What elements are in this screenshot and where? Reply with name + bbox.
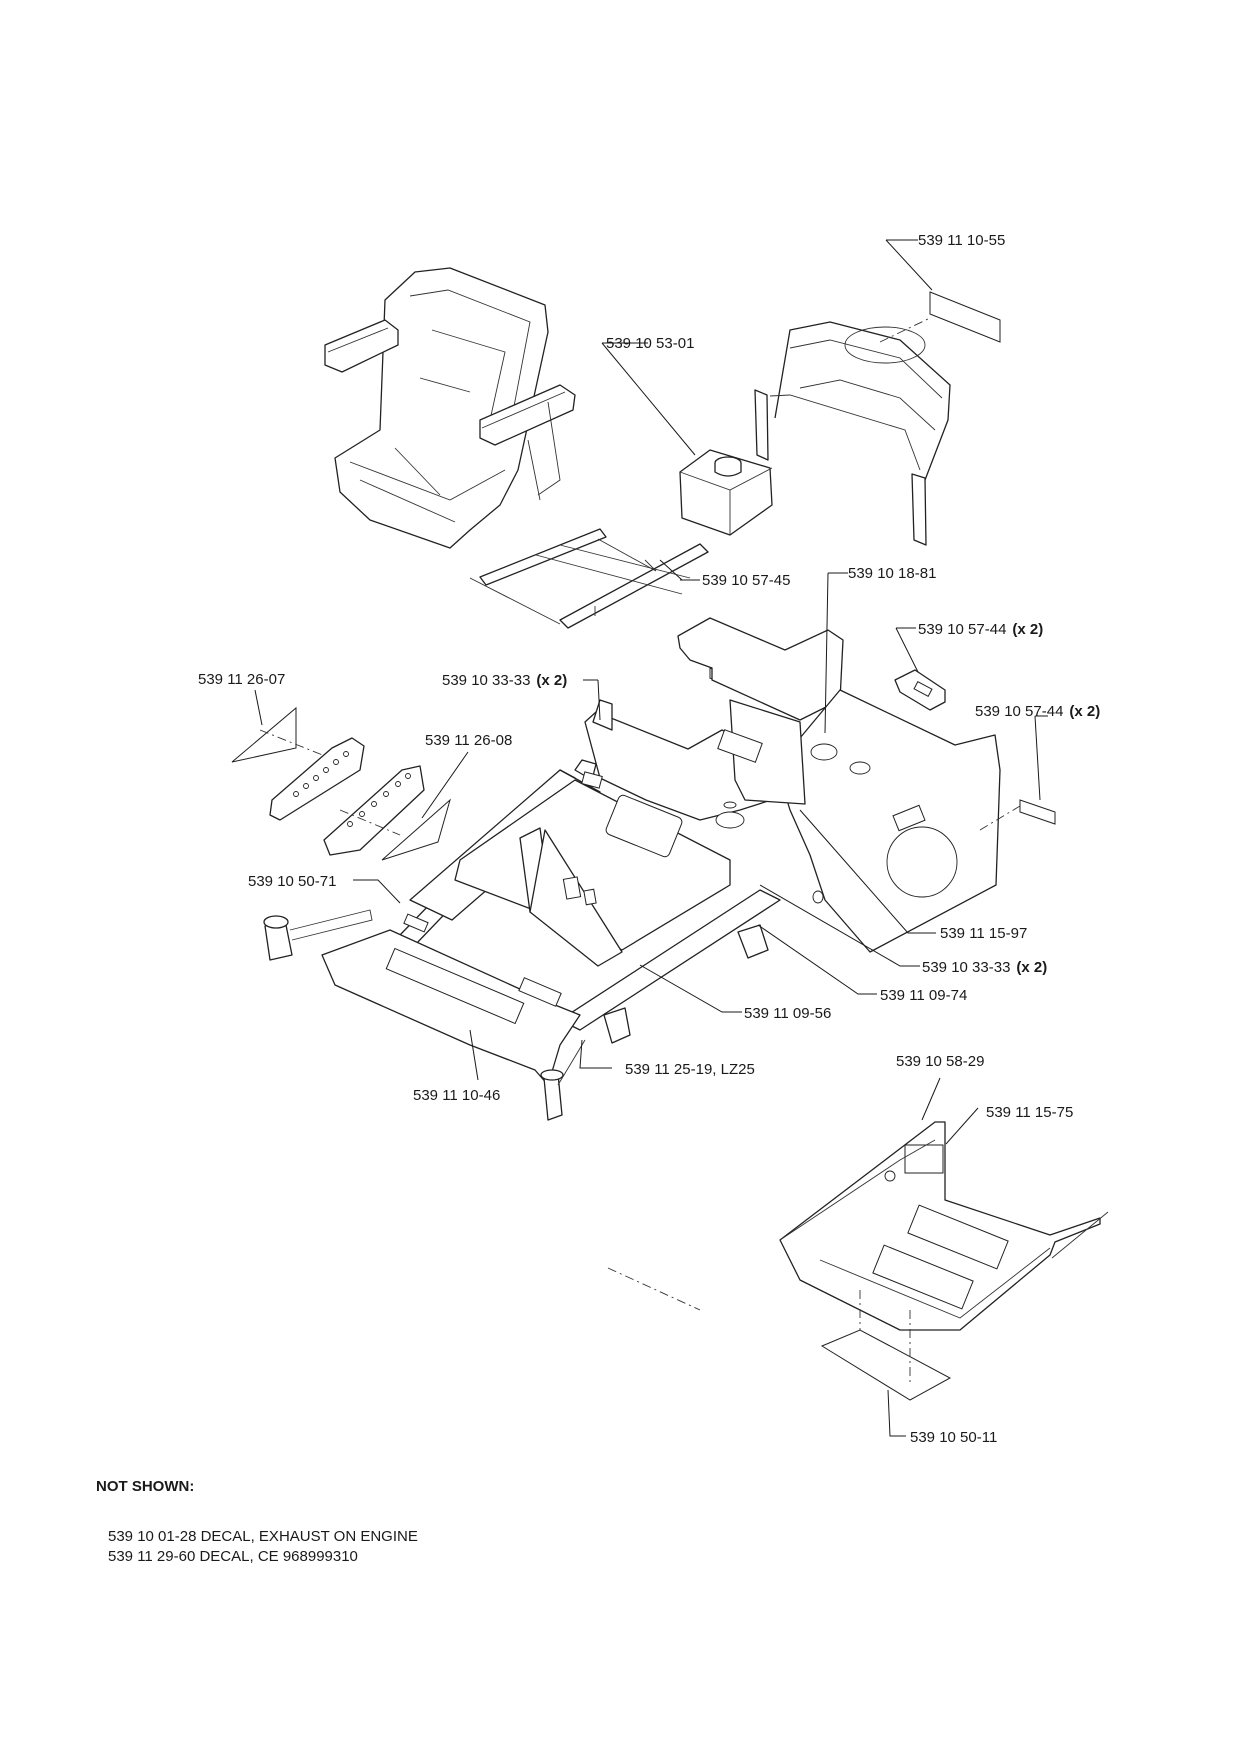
svg-text:539 10 57-45: 539 10 57-45: [702, 572, 790, 589]
svg-text:539 11 15-75: 539 11 15-75: [986, 1104, 1073, 1121]
callout-part: 539 11 26-07: [198, 671, 285, 688]
not-shown-item: 539 10 01-28 DECAL, EXHAUST ON ENGINE: [108, 1528, 418, 1545]
front-deck: [263, 909, 769, 1121]
right-decal: [1019, 799, 1056, 825]
not-shown-item: 539 11 29-60 DECAL, CE 968999310: [108, 1548, 358, 1565]
svg-text:539 10 33-33(x 2): 539 10 33-33 (x 2): [922, 959, 1047, 976]
callout-part: 539 10 50-11: [910, 1429, 997, 1446]
floor-pan-decal-upper: [904, 1144, 944, 1174]
callout-part: 539 10 53-01: [606, 335, 694, 352]
callout-part: 539 11 09-74: [880, 987, 967, 1004]
svg-text:539 10 58-29: 539 10 58-29: [896, 1053, 984, 1070]
floor-pan: [779, 1121, 1109, 1331]
callout-part: 539 11 09-56: [744, 1005, 831, 1022]
svg-text:539 11 09-74: 539 11 09-74: [880, 987, 967, 1004]
callout-part: 539 10 50-71: [248, 873, 336, 890]
callout-part: 539 10 33-33: [922, 959, 1010, 976]
svg-text:539 10 18-81: 539 10 18-81: [848, 565, 936, 582]
seat-rail-assembly: [469, 528, 709, 629]
rollbar-frame: [754, 321, 951, 546]
leader-lines: [254, 239, 1048, 1437]
callout-part: 539 11 26-08: [425, 732, 512, 749]
callout-qty: (x 2): [1069, 703, 1100, 720]
callout-qty: (x 2): [1012, 621, 1043, 638]
svg-text:539 10 50-71: 539 10 50-71: [248, 873, 336, 890]
side-panels: [231, 706, 451, 861]
callout-part: 539 10 57-44: [918, 621, 1006, 638]
svg-text:539 11 26-08: 539 11 26-08: [425, 732, 512, 749]
svg-text:539 11 25-19, LZ25: 539 11 25-19, LZ25: [625, 1061, 755, 1078]
svg-text:539 10 50-11: 539 10 50-11: [910, 1429, 997, 1446]
not-shown-title: NOT SHOWN:: [96, 1478, 195, 1495]
svg-text:539 10 33-33(x 2): 539 10 33-33 (x 2): [442, 672, 567, 689]
callout-labels: 539 11 10-55 539 10 53-01 539 10 57-45 5…: [198, 232, 1100, 1446]
svg-text:539 10 53-01: 539 10 53-01: [606, 335, 694, 352]
front-deck-decal: [385, 947, 525, 1025]
svg-text:539 10 57-44(x 2): 539 10 57-44 (x 2): [975, 703, 1100, 720]
callout-part: 539 10 57-45: [702, 572, 790, 589]
callout-part: 539 11 10-46: [413, 1087, 500, 1104]
callout-part: 539 10 18-81: [848, 565, 936, 582]
callout-part: 539 11 25-19, LZ25: [625, 1061, 755, 1078]
callout-part: 539 11 10-55: [918, 232, 1005, 249]
callout-qty: (x 2): [536, 672, 567, 689]
callout-part: 539 10 33-33: [442, 672, 530, 689]
svg-text:539 11 10-46: 539 11 10-46: [413, 1087, 500, 1104]
callout-qty: (x 2): [1016, 959, 1047, 976]
callout-part: 539 11 15-97: [940, 925, 1027, 942]
rops-decal: [929, 291, 1001, 343]
callout-part: 539 10 57-44: [975, 703, 1063, 720]
svg-text:539 11 15-97: 539 11 15-97: [940, 925, 1027, 942]
callout-part: 539 11 15-75: [986, 1104, 1073, 1121]
svg-text:539 11 10-55: 539 11 10-55: [918, 232, 1005, 249]
callout-part: 539 10 58-29: [896, 1053, 984, 1070]
svg-text:539 10 57-44(x 2): 539 10 57-44 (x 2): [918, 621, 1043, 638]
svg-text:539 11 09-56: 539 11 09-56: [744, 1005, 831, 1022]
main-frame: [399, 617, 1001, 1031]
svg-text:539 11 26-07: 539 11 26-07: [198, 671, 285, 688]
floor-pan-decal-lower: [820, 1329, 952, 1401]
seat-assembly: [324, 267, 576, 549]
hinge-bracket: [894, 669, 946, 711]
